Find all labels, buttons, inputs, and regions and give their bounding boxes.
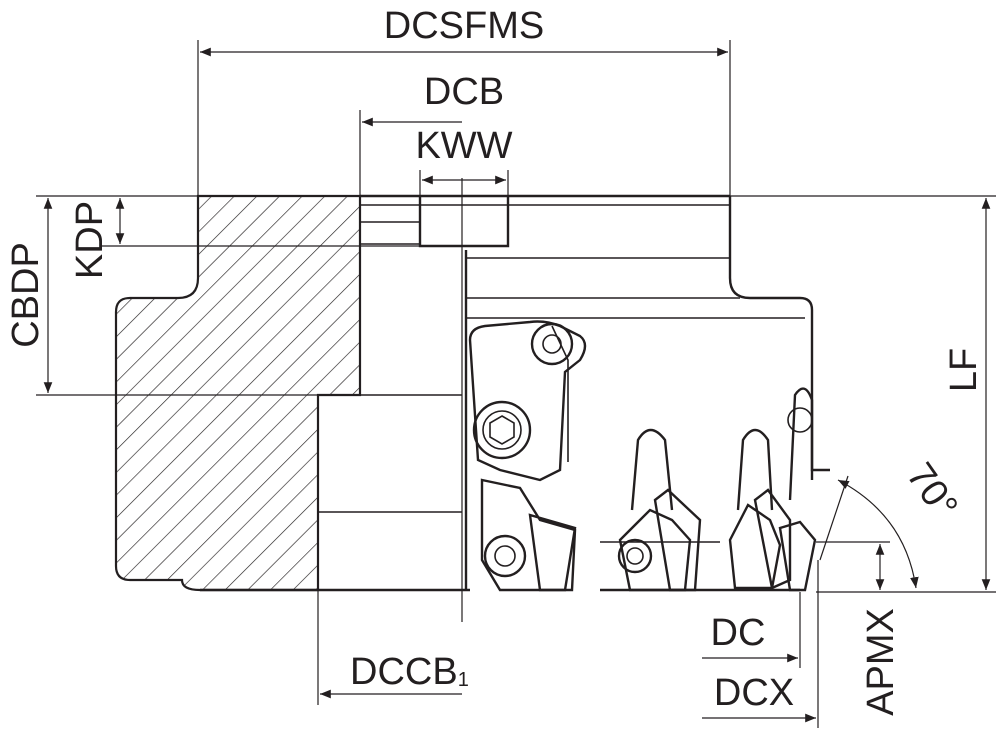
label-kdp: KDP	[69, 201, 111, 279]
dim-dccb1	[317, 512, 462, 705]
dim-angle	[819, 475, 919, 589]
label-dccb-subscript: 1	[458, 669, 469, 691]
dim-cbdp	[36, 195, 318, 396]
label-dcsfms: DCSFMS	[384, 5, 544, 47]
label-dc: DC	[711, 612, 766, 654]
label-kww: KWW	[415, 125, 512, 167]
body-outer-profile	[728, 196, 830, 472]
cutting-inserts	[480, 478, 817, 592]
dim-dcb	[359, 110, 462, 196]
key-slot	[418, 196, 510, 248]
label-angle: 70°	[898, 456, 965, 527]
label-dcx: DCX	[714, 672, 794, 714]
label-dcb: DCB	[424, 71, 504, 113]
label-dccb-main: DCCB	[350, 651, 458, 693]
dim-dc	[702, 592, 801, 668]
dim-dcx	[702, 560, 819, 728]
label-cbdp: CBDP	[5, 242, 47, 348]
insert-pockets	[468, 320, 814, 511]
label-dccb: DCCB1	[350, 651, 469, 693]
label-apmx: APMX	[860, 608, 902, 716]
dim-kdp	[100, 198, 420, 247]
dim-kww	[419, 170, 509, 196]
bore-outline	[200, 194, 730, 592]
dim-lf	[730, 195, 996, 593]
label-lf: LF	[943, 348, 985, 392]
dim-apmx	[816, 541, 890, 590]
body-section-hatched	[114, 194, 362, 592]
dim-dcsfms	[197, 40, 731, 196]
